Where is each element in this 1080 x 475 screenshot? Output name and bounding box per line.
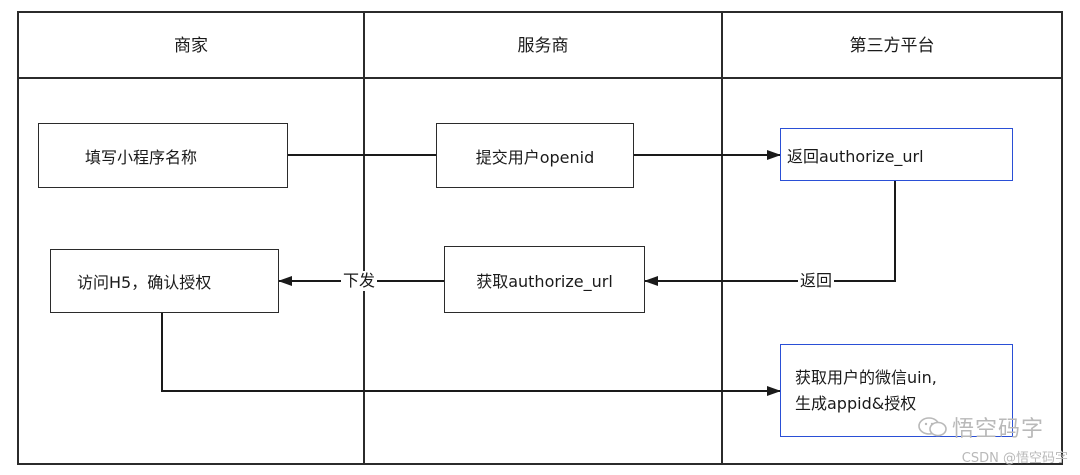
node-fill-mini-program-name: 填写小程序名称 xyxy=(38,123,288,188)
watermark-brand: 悟空码字 xyxy=(918,411,1044,443)
node-visit-h5-confirm: 访问H5，确认授权 xyxy=(50,249,279,313)
lane-frame xyxy=(17,11,1063,465)
lane-title-provider: 服务商 xyxy=(517,36,569,56)
node-get-wechat-uin-line1: 获取用户的微信uin, xyxy=(795,367,937,387)
watermark-brand-text: 悟空码字 xyxy=(951,417,1044,442)
node-submit-openid: 提交用户openid xyxy=(436,123,634,188)
node-get-wechat-uin: 获取用户的微信uin, 生成appid&授权 xyxy=(780,344,1013,437)
edge-label-issue: 下发 xyxy=(341,271,378,291)
edge-label-return: 返回 xyxy=(798,271,835,291)
edge-return-to-get xyxy=(644,181,896,286)
node-get-wechat-uin-line2: 生成appid&授权 xyxy=(795,393,917,413)
edge-visit-to-uin xyxy=(161,313,781,396)
lane-title-merchant: 商家 xyxy=(174,36,208,56)
lane-title-platform: 第三方平台 xyxy=(849,36,935,56)
node-return-authorize-url: 返回authorize_url xyxy=(780,128,1013,181)
watermark-source: CSDN @悟空码字 xyxy=(961,451,1068,466)
node-get-authorize-url: 获取authorize_url xyxy=(444,246,645,313)
wechat-icon xyxy=(918,417,947,437)
